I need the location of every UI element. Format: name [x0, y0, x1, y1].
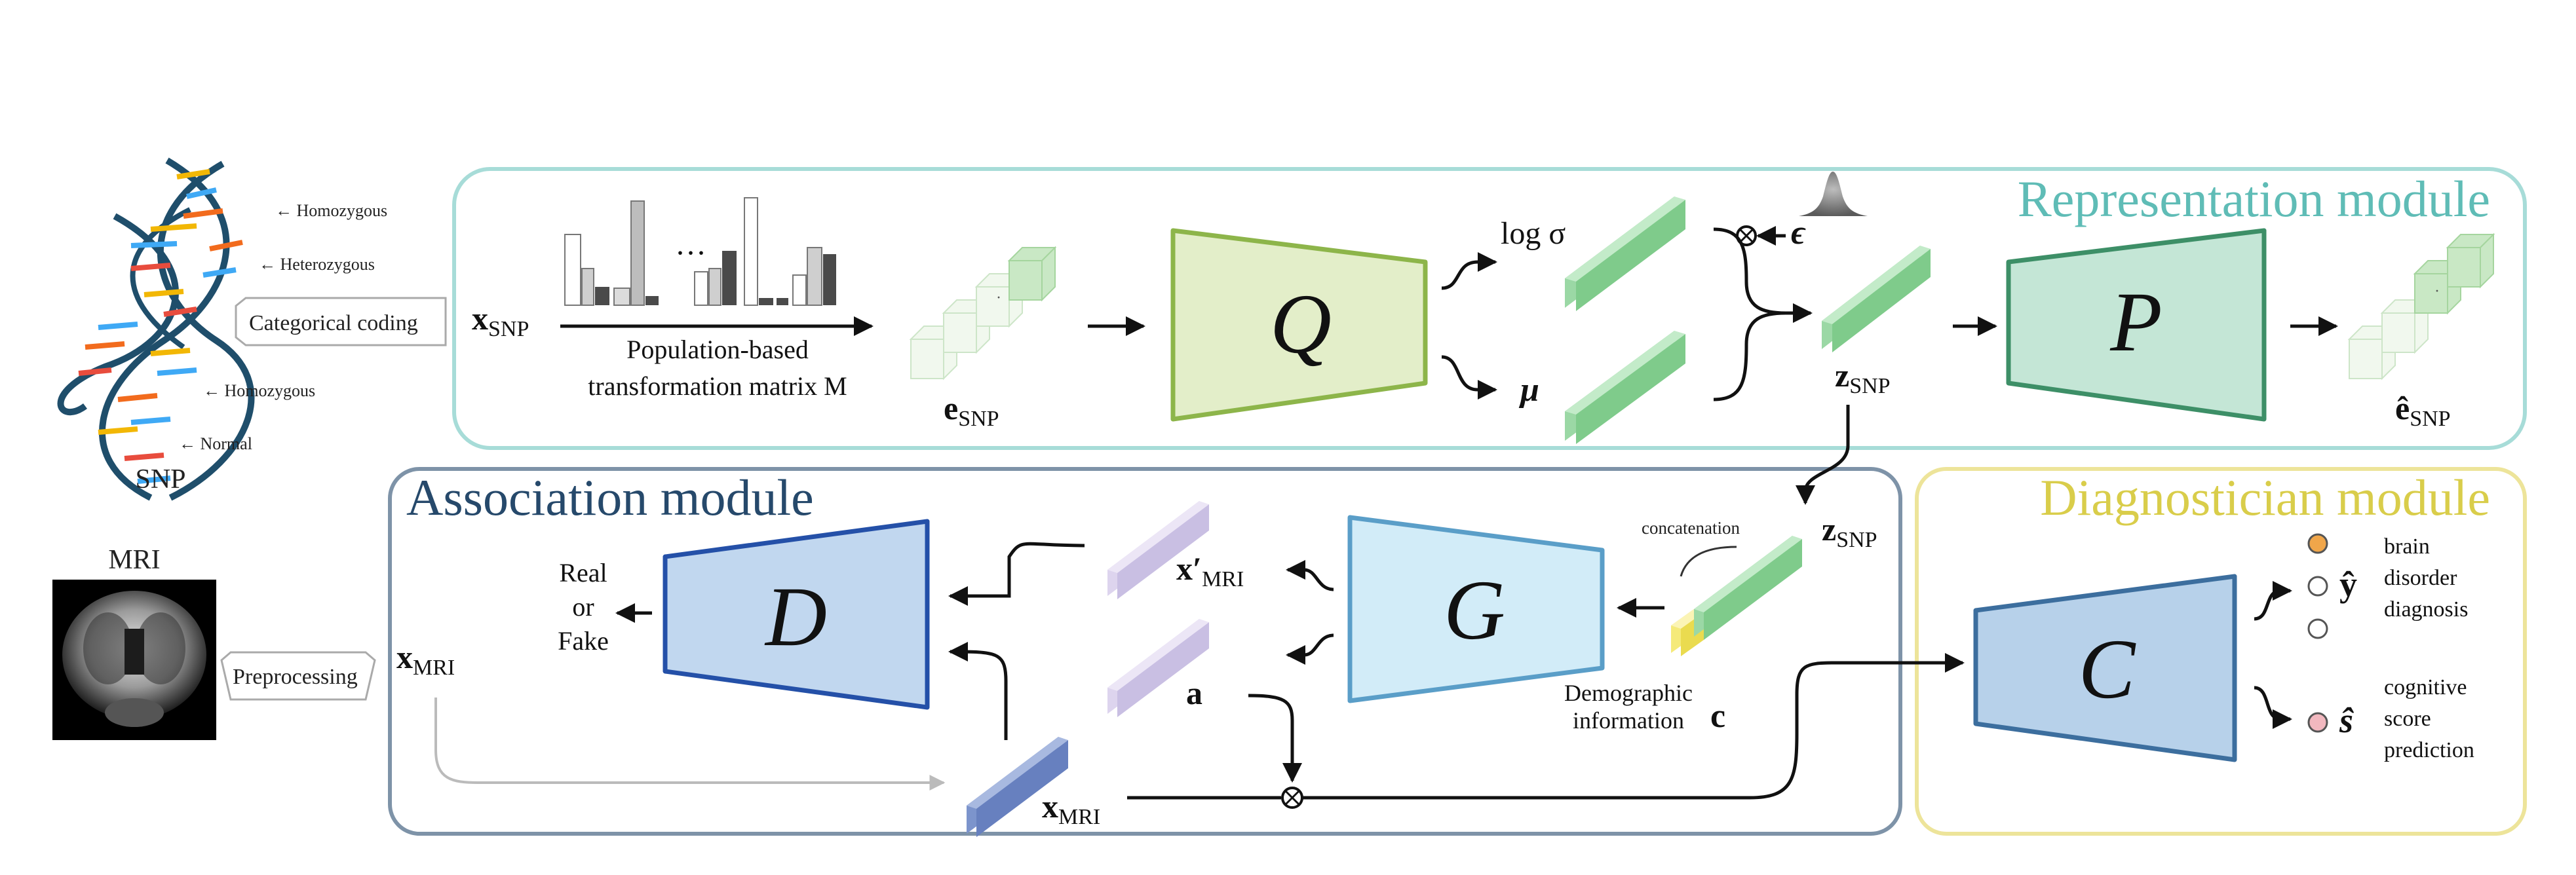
a-label: a: [1186, 675, 1202, 711]
x-mri-left-label: xMRI: [396, 639, 455, 680]
fake-label: Fake: [558, 626, 609, 656]
arrow-g-to-a: [1286, 633, 1334, 665]
arrow-xprime-to-d: [948, 542, 1085, 606]
z-snp-label: zSNP: [1835, 357, 1891, 398]
arrow-mult-to-c: [1302, 653, 1965, 800]
diagnosis-line-3: diagnosis: [2384, 597, 2468, 622]
mri-label: MRI: [108, 545, 160, 575]
association-module-frame: [388, 467, 1902, 836]
histogram-bars: ···: [564, 197, 836, 306]
categorical-coding-box: Categorical coding: [235, 297, 447, 346]
x-mri-vector: [967, 737, 1068, 837]
real-label: Real: [559, 558, 607, 587]
arrow-c-to-diagnosis: [2254, 581, 2292, 621]
x-snp-label: xSNP: [472, 300, 529, 341]
mu-label: μ: [1518, 371, 1539, 409]
e-snp-label: eSNP: [944, 390, 999, 431]
x-prime-mri-vector: [1107, 501, 1209, 599]
svg-text:Preprocessing: Preprocessing: [233, 665, 358, 689]
concatenation-label: concatenation: [1642, 518, 1740, 538]
z-snp-vector: [1822, 246, 1931, 352]
snp-annotation-heterozygous: ← Heterozygous: [259, 255, 375, 274]
representation-module-frame: [452, 167, 2527, 450]
svg-text:·: ·: [2434, 283, 2440, 300]
score-line-3: prediction: [2384, 738, 2474, 762]
dna-helix-icon: [57, 157, 255, 501]
s-hat-label: ŝ: [2339, 701, 2354, 740]
snp-annotation-normal: ← Normal: [179, 434, 252, 453]
class-node-2: [2307, 576, 2328, 597]
z-snp-gen-label: zSNP: [1822, 511, 1877, 552]
score-line-2: score: [2384, 707, 2431, 731]
c-label: c: [1710, 698, 1725, 735]
score-node: [2307, 712, 2328, 733]
mri-brain-image: [52, 580, 216, 740]
x-mri-bottom-label: xMRI: [1042, 788, 1100, 829]
epsilon-label: ϵ: [1791, 214, 1806, 251]
preprocessing-box: Preprocessing: [220, 651, 376, 701]
discriminator-d: D: [663, 519, 930, 710]
concatenation-arc: [1680, 546, 1737, 577]
diagnostician-module-title: Diagnostician module: [2040, 469, 2490, 526]
decoder-p: P: [2006, 228, 2267, 422]
gaussian-noise-icon: [1799, 172, 1868, 216]
y-hat-label: ŷ: [2339, 565, 2357, 604]
svg-text:P: P: [2109, 275, 2162, 369]
svg-text:G: G: [1444, 563, 1505, 658]
svg-text:D: D: [764, 570, 827, 664]
concatenated-vector: [1671, 536, 1802, 656]
transform-label-line1: Population-based: [626, 335, 809, 364]
x-prime-mri-label: x′MRI: [1176, 550, 1244, 591]
arrow-c-to-score: [2254, 686, 2292, 729]
mu-vector: [1565, 331, 1685, 444]
diagnostician-module-frame: [1915, 467, 2527, 836]
classifier-c: C: [1973, 574, 2237, 762]
or-label: or: [572, 592, 594, 622]
arrow-a-to-mult: [1248, 694, 1302, 783]
gray-arrow-xmri: [434, 698, 946, 791]
class-node-1: [2307, 533, 2328, 554]
e-hat-snp-cube-stack: ·: [2347, 233, 2495, 381]
class-node-3: [2307, 618, 2328, 639]
svg-text:C: C: [2079, 622, 2136, 717]
arrow-xmri-to-d: [948, 642, 1008, 740]
arrow-g-to-xprime: [1286, 560, 1334, 591]
svg-text:Categorical coding: Categorical coding: [249, 311, 418, 335]
e-hat-snp-label: êSNP: [2395, 390, 2451, 431]
transform-label-line2: transformation matrix M: [588, 371, 847, 401]
arrow-q-to-logsigma: [1441, 252, 1497, 290]
score-line-1: cognitive: [2384, 675, 2467, 699]
svg-text:···: ···: [675, 236, 706, 270]
svg-text:·: ·: [996, 289, 1001, 307]
svg-text:Q: Q: [1270, 277, 1332, 371]
log-sigma-label: log σ: [1501, 216, 1566, 251]
log-sigma-vector: [1565, 196, 1685, 311]
generator-g: G: [1347, 515, 1605, 703]
brace-merge: [1713, 227, 1786, 401]
diagnosis-line-2: disorder: [2384, 566, 2457, 590]
representation-module-title: Representation module: [2018, 170, 2490, 227]
multiply-op-bottom: [1281, 787, 1303, 809]
diagnosis-line-1: brain: [2384, 534, 2430, 559]
arrow-z-to-generator: [1796, 405, 1850, 505]
encoder-q: Q: [1170, 228, 1428, 422]
snp-annotation-homozygous-2: ← Homozygous: [203, 381, 315, 400]
a-vector: [1107, 619, 1209, 717]
arrow-q-to-mu: [1441, 355, 1497, 400]
association-module-title: Association module: [406, 469, 814, 526]
e-snp-cube-stack: ·: [909, 246, 1057, 381]
snp-label: SNP: [135, 464, 185, 494]
demographic-label-line2: information: [1573, 707, 1684, 734]
demographic-label-line1: Demographic: [1564, 680, 1693, 706]
snp-annotation-homozygous-1: ← Homozygous: [275, 201, 387, 220]
